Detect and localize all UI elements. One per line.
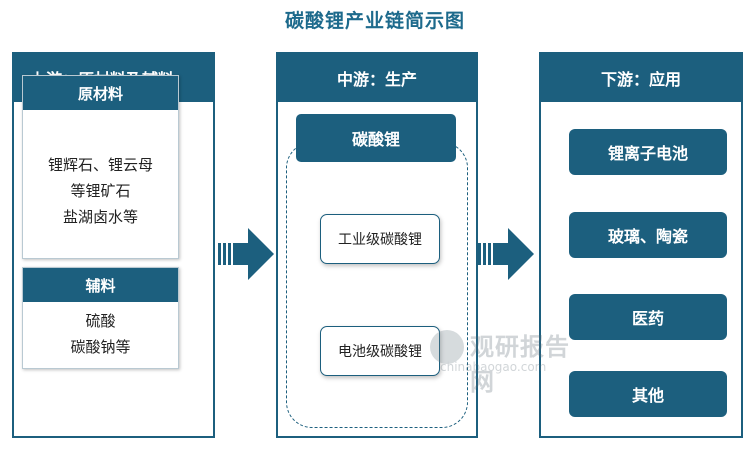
- application-box: 医药: [569, 294, 727, 340]
- watermark: 观研报告网 chinabaogao.com: [430, 327, 580, 396]
- right-arrow-icon: [478, 228, 534, 280]
- watermark-logo-icon: [430, 330, 464, 364]
- auxiliary-title: 辅料: [23, 268, 178, 302]
- production-dashed-group: [286, 142, 468, 428]
- midstream-header: 中游：生产: [278, 54, 476, 102]
- industrial-grade-box: 工业级碳酸锂: [320, 214, 440, 264]
- auxiliary-line: 碳酸钠等: [70, 338, 131, 356]
- raw-materials-list: 锂辉石、锂云母 等锂矿石 盐湖卤水等: [23, 152, 178, 230]
- raw-materials-line: 等锂矿石: [70, 182, 131, 200]
- application-box: 玻璃、陶瓷: [569, 212, 727, 258]
- raw-materials-box: 原材料 锂辉石、锂云母 等锂矿石 盐湖卤水等: [22, 75, 179, 259]
- downstream-header: 下游：应用: [541, 54, 741, 102]
- raw-materials-line: 锂辉石、锂云母: [47, 156, 153, 174]
- auxiliary-line: 硫酸: [85, 312, 116, 330]
- application-box: 其他: [569, 371, 727, 417]
- watermark-brand: 观研报告网: [470, 333, 570, 396]
- downstream-column: 下游：应用 锂离子电池 玻璃、陶瓷 医药 其他: [539, 52, 743, 438]
- midstream-column: 中游：生产 碳酸锂 工业级碳酸锂 电池级碳酸锂: [276, 52, 478, 438]
- right-arrow-icon: [218, 228, 274, 280]
- auxiliary-list: 硫酸 碳酸钠等: [23, 308, 178, 360]
- product-lithium-carbonate: 碳酸锂: [296, 114, 456, 162]
- diagram-title: 碳酸锂产业链简示图: [284, 10, 465, 32]
- raw-materials-title: 原材料: [23, 76, 178, 110]
- raw-materials-line: 盐湖卤水等: [62, 208, 138, 226]
- auxiliary-box: 辅料 硫酸 碳酸钠等: [22, 267, 179, 369]
- application-box: 锂离子电池: [569, 129, 727, 175]
- battery-grade-box: 电池级碳酸锂: [320, 326, 440, 376]
- watermark-url: chinabaogao.com: [440, 360, 547, 374]
